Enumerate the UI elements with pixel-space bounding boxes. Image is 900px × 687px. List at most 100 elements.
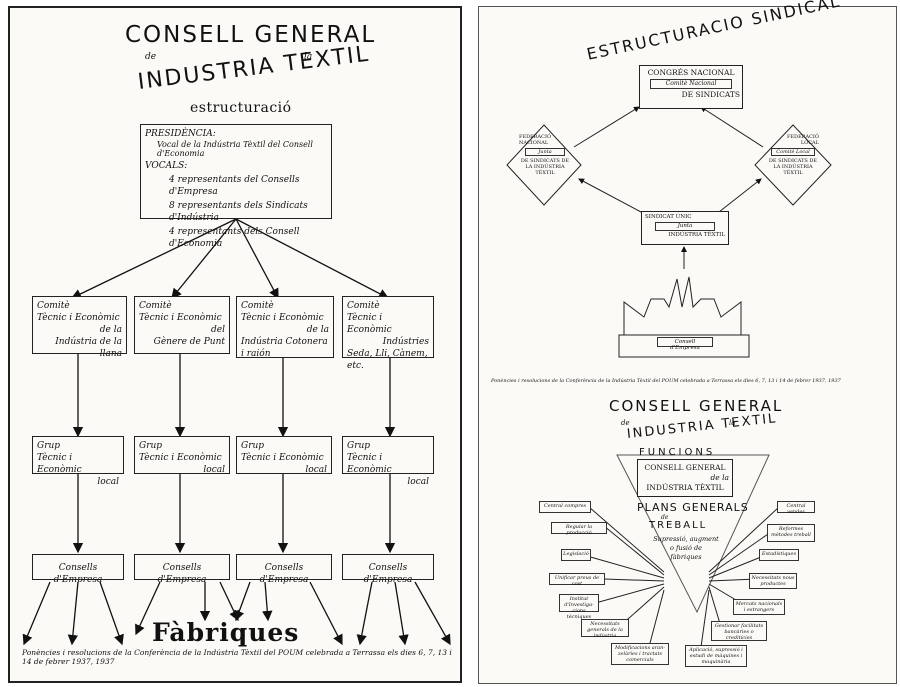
comite-line: Comitè xyxy=(139,301,172,311)
comite-box-seda: Comitè Tècnic i Econòmic Indústries Seda… xyxy=(342,296,434,371)
grup-line: local xyxy=(407,477,429,487)
function-left-item: Necessitats generals de la indústria xyxy=(581,619,629,639)
comite-line: Tècnic i Econòmic xyxy=(241,313,324,323)
vocal-item: 4 representants dels Consell d'Economia xyxy=(169,227,300,249)
fed-line: DE SINDICATS DE xyxy=(520,158,570,164)
fed-line: FEDERACIÓ xyxy=(786,134,819,140)
vocal-item: 4 representants del Consells d'Empresa xyxy=(169,175,300,197)
comite-line: Tècnic i Econòmic xyxy=(139,313,222,323)
grup-line: Tècnic i Econòmic xyxy=(37,453,82,475)
comite-box-llana: Comitè Tècnic i Econòmic de la Indústria… xyxy=(32,296,127,359)
consells-empresa-box: Consells d'Empresa xyxy=(236,554,332,585)
grup-box: Grup Tècnic i Econòmic local xyxy=(32,436,124,487)
consell-general-box: CONSELL GENERAL de la INDÚSTRIA TÈXTIL xyxy=(637,459,733,497)
presidencia-box: PRESIDÈNCIA: Vocal de la Indústria Tèxti… xyxy=(140,124,332,249)
consells-empresa-box: Consells d'Empresa xyxy=(32,554,124,585)
title-la: la xyxy=(304,52,313,62)
function-right-item: Gestionar facilitats bancàries o credití… xyxy=(711,621,767,641)
grup-line: Grup xyxy=(37,441,61,451)
grup-line: Grup xyxy=(347,441,371,451)
center-line: Supressió, augment xyxy=(653,535,719,543)
fed-line: DE SINDICATS DE xyxy=(768,158,818,164)
comite-line: Comitè xyxy=(347,301,380,311)
title-estructuracio-sindical: ESTRUCTURACIO SINDICAL xyxy=(585,0,843,64)
comite-box-punt: Comitè Tècnic i Econòmic del Gènere de P… xyxy=(134,296,230,354)
congres-line: DE SINDICATS xyxy=(681,90,740,99)
congres-nacional-box: CONGRÉS NACIONAL Comitè Nacional DE SIND… xyxy=(639,65,743,109)
consells-empresa-box: Consells d'Empresa xyxy=(342,554,434,585)
comite-line: etc. xyxy=(347,361,364,371)
title2-consell-general: CONSELL GENERAL xyxy=(609,397,784,415)
funcions-label: FUNCIONS xyxy=(639,447,716,458)
comite-line: Indústries xyxy=(382,337,429,347)
comite-line: Tècnic i Econòmic xyxy=(347,313,392,335)
plans-de-label: de xyxy=(661,514,669,521)
grup-line: Tècnic i Econòmic xyxy=(139,453,222,463)
center-line: fàbriques xyxy=(670,553,702,561)
comite-line: Comitè xyxy=(241,301,274,311)
function-right-item: Estadístiques xyxy=(759,549,799,561)
sindicat-line: SINDICAT ÚNIC xyxy=(645,214,692,220)
fabriques-label: Fàbriques xyxy=(152,618,300,647)
presidencia-line: Vocal de la Indústria Tèxtil del Consell… xyxy=(157,140,313,158)
grup-line: local xyxy=(203,465,225,475)
left-caption: Ponències i resolucions de la Conferènci… xyxy=(22,648,452,666)
comite-line: del xyxy=(211,325,225,335)
title2-la: la xyxy=(729,419,736,427)
center-function: Supressió, augment o fusió de fàbriques xyxy=(649,535,723,562)
grup-box: Grup Tècnic i Econòmic local xyxy=(342,436,434,487)
title-industria-textil: INDUSTRIA TEXTIL xyxy=(136,41,372,95)
grup-line: Grup xyxy=(241,441,265,451)
function-left-item: Regular la producció xyxy=(551,522,607,536)
plans-generals-label: PLANS GENERALS xyxy=(637,501,749,514)
comite-line: de la xyxy=(306,325,329,335)
consell-line: INDÚSTRIA TÈXTIL xyxy=(646,483,724,492)
federacio-nacional: FEDERACIÓ NACIONAL Junta DE SINDICATS DE… xyxy=(519,134,571,176)
function-right-item: Necessitats nous productes xyxy=(749,573,797,589)
junta-label: Junta xyxy=(525,148,565,156)
vocal-item: 8 representants dels Sindicats d'Indústr… xyxy=(169,201,308,223)
comite-line: Comitè xyxy=(37,301,70,311)
grup-box: Grup Tècnic i Econòmic local xyxy=(236,436,332,475)
center-line: o fusió de xyxy=(670,544,702,552)
fed-line: LA INDÚSTRIA xyxy=(773,164,813,170)
fed-line: LOCAL xyxy=(800,140,819,146)
grup-line: Tècnic i Econòmic xyxy=(347,453,392,475)
title-consell-general: CONSELL GENERAL xyxy=(125,22,377,48)
grup-line: Grup xyxy=(139,441,163,451)
grup-box: Grup Tècnic i Econòmic local xyxy=(134,436,230,475)
fed-line: TÈXTIL xyxy=(783,170,803,176)
comite-line: Indústria Cotonera xyxy=(241,337,328,347)
comite-line: Seda, Lli, Cànem, xyxy=(347,349,428,359)
federacio-local: FEDERACIÓ LOCAL Comitè Local DE SINDICAT… xyxy=(767,134,819,176)
presidencia-heading: PRESIDÈNCIA: xyxy=(145,129,216,139)
right-chart-sheet: ESTRUCTURACIO SINDICAL CONGRÉS NACIONAL … xyxy=(478,0,897,684)
function-right-item: Mercats nacionals i estrangers xyxy=(733,599,785,615)
grup-line: local xyxy=(305,465,327,475)
consells-empresa-box: Consells d'Empresa xyxy=(134,554,230,585)
consell-empresa-box: Consell d'Empresa xyxy=(657,337,713,351)
comite-line: Gènere de Punt xyxy=(153,337,225,347)
comite-local-label: Comitè Local xyxy=(771,148,815,156)
comite-box-cotonera: Comitè Tècnic i Econòmic de la Indústria… xyxy=(236,296,334,359)
comite-line: Indústria de la llana xyxy=(55,337,122,359)
subtitle-estructuracio: estructuració xyxy=(190,100,292,116)
left-chart-sheet: CONSELL GENERAL de la INDUSTRIA TEXTIL e… xyxy=(8,6,462,683)
comite-line: i raión xyxy=(241,349,271,359)
function-right-item: Reformes mètodes treball xyxy=(767,524,815,542)
consell-line: CONSELL GENERAL xyxy=(644,463,726,472)
grup-line: Tècnic i Econòmic xyxy=(241,453,324,463)
grup-line: local xyxy=(97,477,119,487)
function-left-item: Unificar preus de cost xyxy=(549,573,605,587)
function-left-item: Institut d'Investiga-cions tècniques xyxy=(559,594,599,620)
congres-line: CONGRÉS NACIONAL xyxy=(647,68,735,77)
function-left-item: Modificacions aran-zelàries i tractats c… xyxy=(611,643,669,665)
junta-label: Junta xyxy=(655,222,715,231)
vocals-heading: VOCALS: xyxy=(145,161,188,171)
comite-line: de la xyxy=(99,325,122,335)
function-right-item: Aplicació, supressió i estudi de màquine… xyxy=(685,645,747,667)
fed-line: NACIONAL xyxy=(519,140,549,146)
function-right-item: Central vendes xyxy=(777,501,815,515)
function-left-item: Central compres xyxy=(539,501,591,513)
comite-line: Tècnic i Econòmic xyxy=(37,313,120,323)
